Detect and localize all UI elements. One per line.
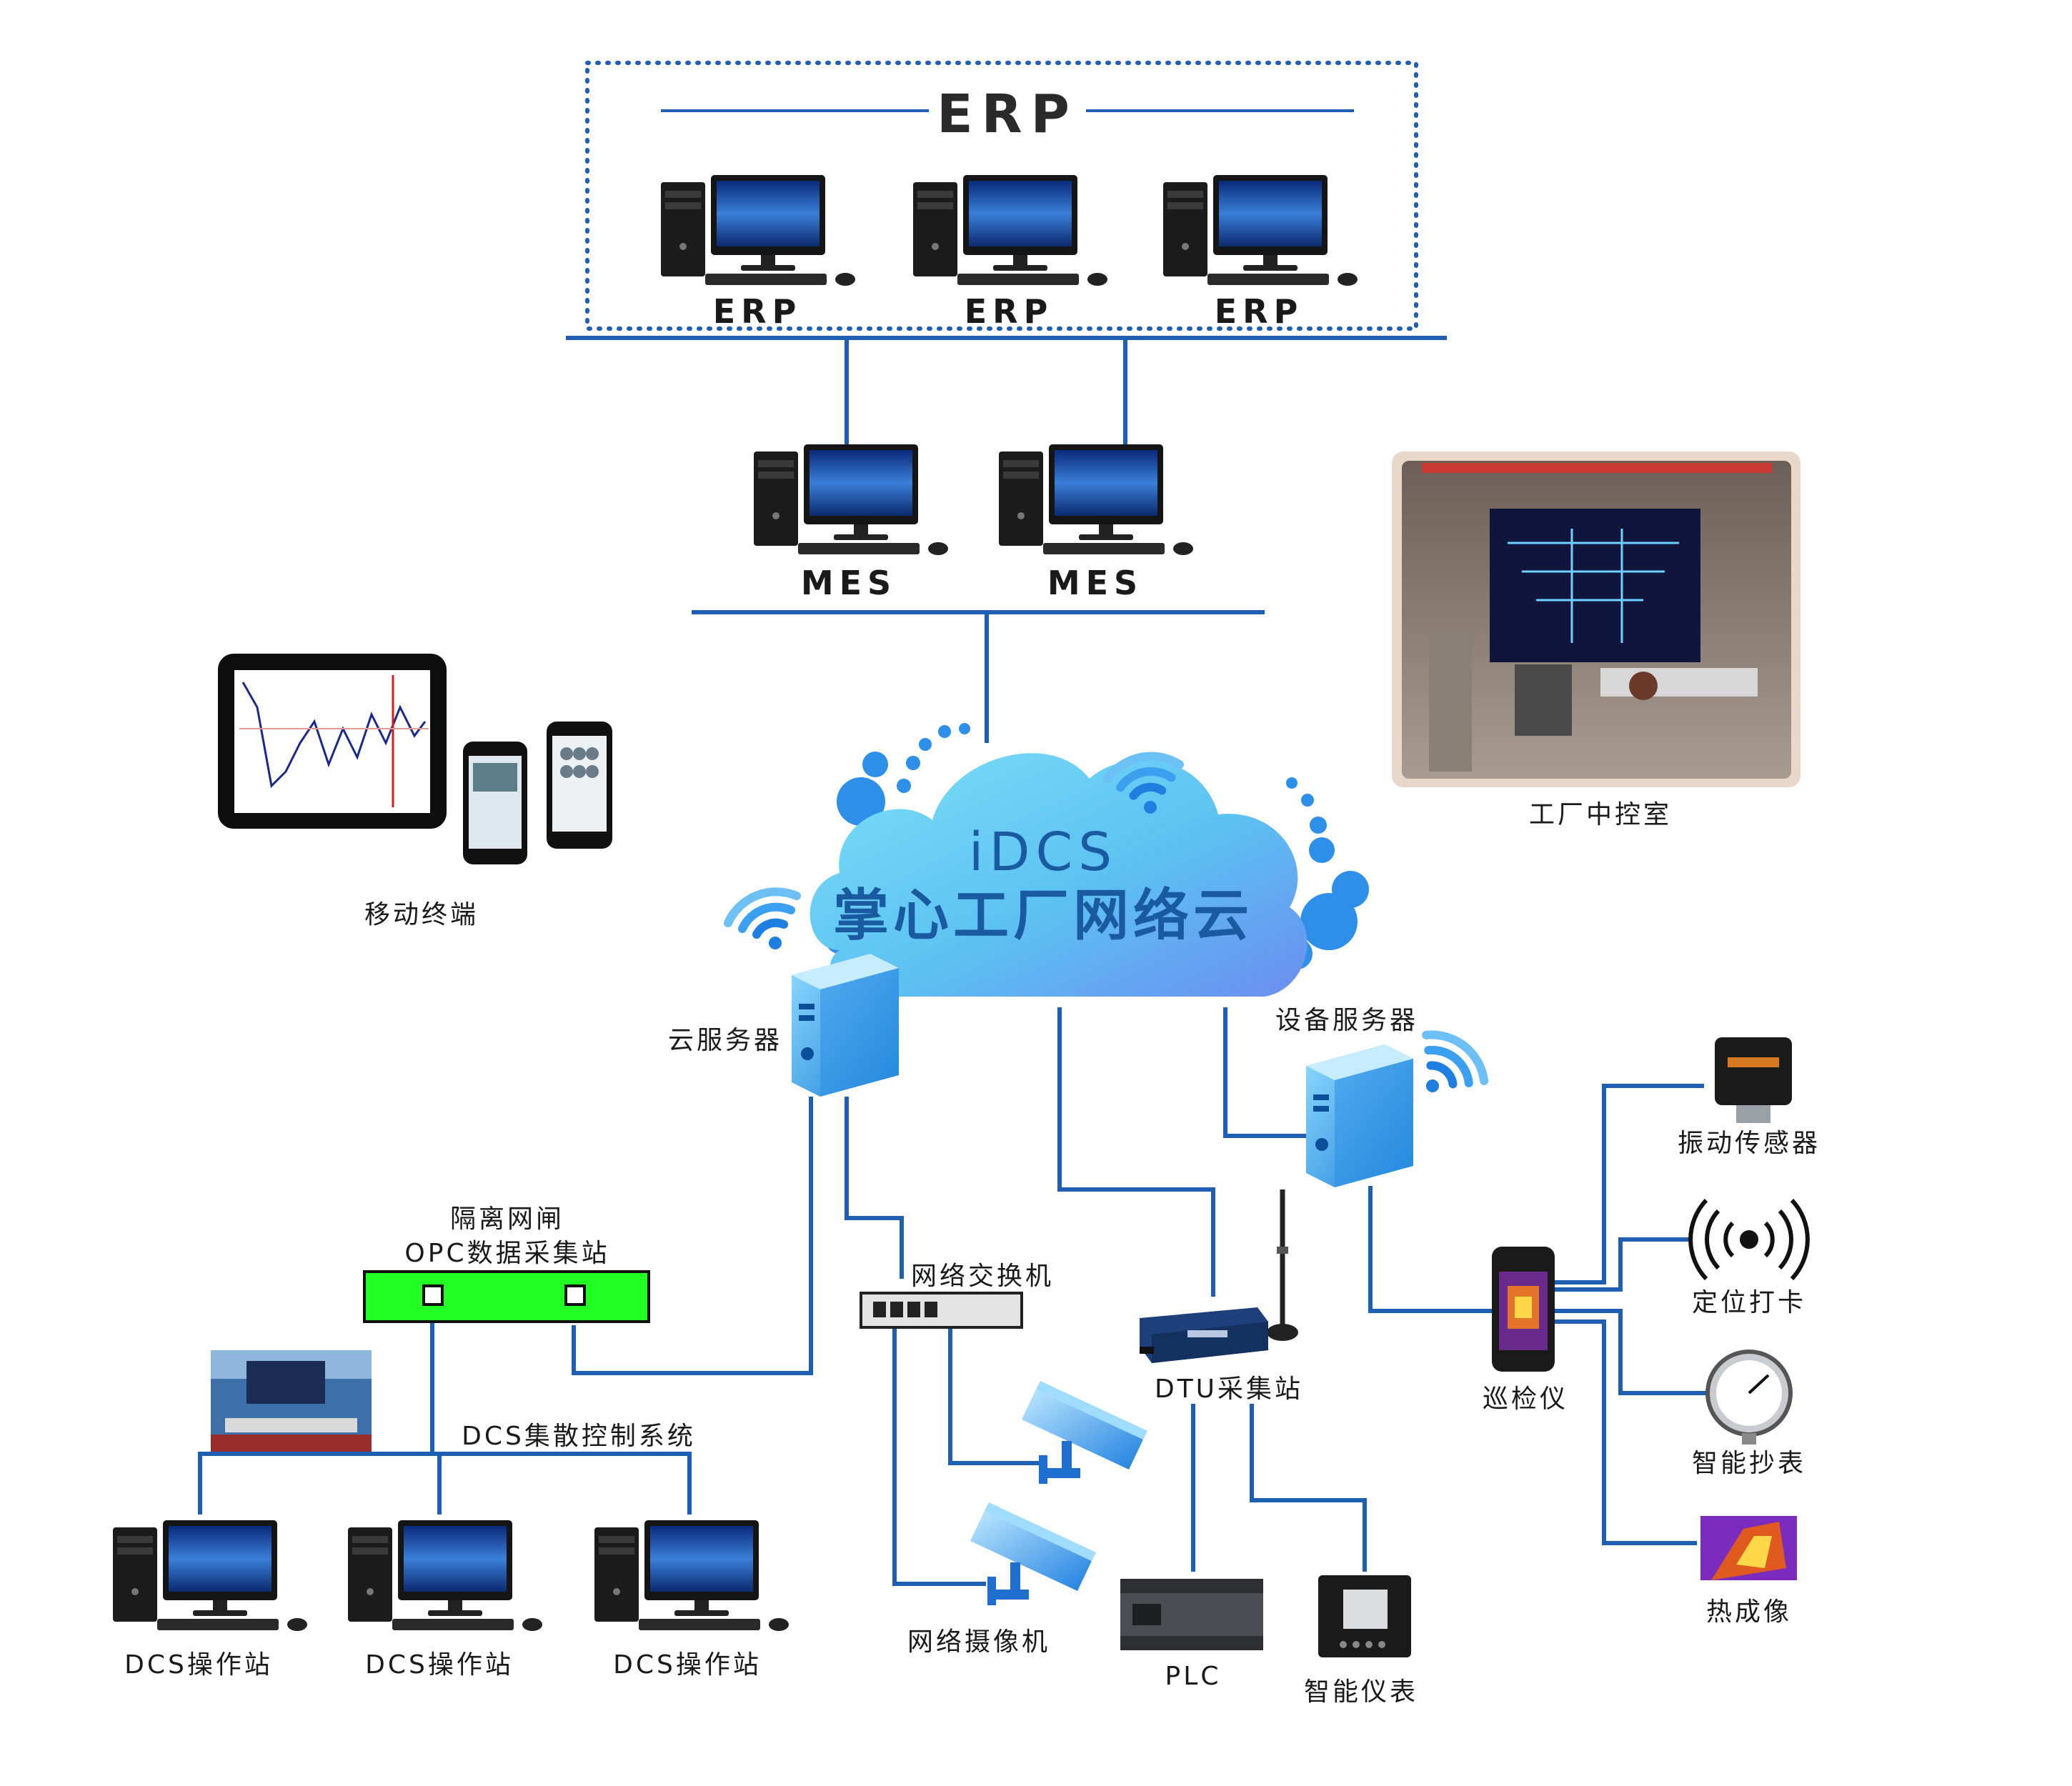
mes-group: MES MES [754, 444, 1193, 602]
switch-icon [860, 1292, 1023, 1329]
peripheral-label: 热成像 [1706, 1597, 1792, 1627]
smartphone-icon [463, 742, 527, 864]
erp-header: ERP [937, 84, 1078, 145]
dcs-station-label: DCS操作站 [613, 1650, 762, 1680]
inspector-meter-link [1554, 1309, 1708, 1395]
erp-computer-icon [913, 175, 1107, 286]
meter-label: 智能仪表 [1304, 1677, 1418, 1707]
erp-station-label: ERP [713, 292, 802, 331]
plc-icon [1120, 1579, 1263, 1650]
camera-label: 网络摄像机 [907, 1627, 1050, 1657]
gateway-title: 隔离网闸 [450, 1204, 564, 1234]
cloud-deviceserver-link [1223, 1007, 1308, 1138]
cloud-server: 云服务器 [668, 892, 899, 1097]
dcs-bus [198, 1452, 692, 1515]
camera-icon [1022, 1381, 1147, 1484]
peripheral-label: 振动传感器 [1678, 1129, 1821, 1158]
erp-computer-icon [661, 175, 855, 286]
dcs-station-label: DCS操作站 [124, 1650, 273, 1680]
dcs-station-label: DCS操作站 [365, 1650, 514, 1680]
cloud-subtitle: 掌心工厂网络云 [833, 884, 1253, 948]
control-room-photo [1402, 461, 1791, 779]
erp-station-label: ERP [965, 292, 1054, 331]
gateway-port-icon [564, 1284, 586, 1306]
dcs-label: DCS集散控制系统 [462, 1422, 696, 1451]
camera-icon [970, 1502, 1096, 1605]
gateway-port-icon [422, 1284, 444, 1306]
dcs-computer-icon [348, 1520, 542, 1631]
mes-computer-icon [999, 444, 1193, 555]
plc: PLC [1120, 1579, 1263, 1691]
wifi-icon [728, 892, 797, 949]
cloud-server-icon [792, 954, 899, 1097]
erp-group: ERP ERP ERP ERP [585, 61, 1418, 331]
inspector-thermal-link [1554, 1319, 1697, 1545]
dtu-station: DTU采集站 [1140, 1189, 1303, 1404]
dcs-room-photo [211, 1350, 372, 1452]
erp-station-label: ERP [1215, 292, 1304, 331]
dtu-label: DTU采集站 [1155, 1375, 1303, 1404]
cloudserver-gateway-link [572, 1097, 813, 1375]
mes-station-label: MES [1047, 564, 1143, 602]
cloud: iDCS 掌心工厂网络云 [810, 723, 1369, 997]
cloud-server-label: 云服务器 [668, 1026, 782, 1055]
deviceserver-inspector-link [1368, 1186, 1493, 1313]
erp-computer-icon [1163, 175, 1358, 286]
smartphone-icon [547, 722, 612, 849]
signal-icon [1688, 1198, 1810, 1281]
mobile-terminals: 移动终端 [218, 654, 612, 929]
switch-camera1-link [948, 1329, 1040, 1465]
peripheral-label: 定位打卡 [1692, 1288, 1806, 1317]
network-switch: 网络交换机 [860, 1262, 1054, 1329]
dcs-computer-icon [113, 1520, 307, 1631]
cloudserver-switch-link [845, 1097, 904, 1279]
inspector-device-icon [1492, 1247, 1555, 1372]
switch-camera2-link [892, 1329, 986, 1586]
device-server-icon [1306, 1044, 1413, 1187]
inspector: 巡检仪 [1483, 1247, 1568, 1414]
dcs-computer-icon [594, 1520, 789, 1631]
meter-icon [1318, 1575, 1411, 1657]
network-links [198, 336, 1708, 1586]
cloud-title: iDCS [969, 822, 1117, 883]
peripheral-label: 智能抄表 [1692, 1449, 1806, 1478]
inspector-vibration-link [1554, 1084, 1704, 1284]
gateway-subtitle: OPC数据采集站 [404, 1239, 609, 1268]
gateway-device [363, 1270, 650, 1323]
peripherals: 振动传感器 定位打卡 智能抄表 热成像 [1678, 1037, 1821, 1627]
antenna-icon [1267, 1189, 1298, 1341]
device-server: 设备服务器 [1275, 1006, 1488, 1187]
isolation-gateway: 隔离网闸 OPC数据采集站 [363, 1204, 650, 1323]
inspector-label: 巡检仪 [1483, 1385, 1568, 1414]
dtu-meter-link [1250, 1404, 1367, 1572]
cloud-shape [810, 753, 1308, 997]
control-room-label: 工厂中控室 [1529, 800, 1672, 829]
mobile-terminal-label: 移动终端 [364, 900, 479, 929]
erp-dotted-border [585, 61, 1418, 331]
vibration-sensor-icon [1715, 1037, 1792, 1123]
plc-label: PLC [1165, 1662, 1222, 1691]
control-room: 工厂中控室 [1392, 452, 1800, 829]
smart-meter: 智能仪表 [1304, 1575, 1418, 1707]
tablet-icon [218, 654, 447, 829]
cloud-dtu-link [1057, 1007, 1215, 1297]
inspector-checkin-link [1554, 1237, 1690, 1292]
device-server-label: 设备服务器 [1275, 1006, 1418, 1035]
dtu-device-icon [1140, 1307, 1268, 1363]
mes-computer-icon [754, 444, 948, 555]
network-cameras: 网络摄像机 [907, 1381, 1147, 1657]
thermal-image-icon [1700, 1516, 1797, 1580]
dcs-system: DCS集散控制系统 DCS操作站 DCS操作站 DCS操作站 [113, 1350, 789, 1680]
pressure-gauge-icon [1705, 1350, 1793, 1445]
switch-label: 网络交换机 [911, 1262, 1054, 1291]
mes-station-label: MES [801, 564, 897, 602]
